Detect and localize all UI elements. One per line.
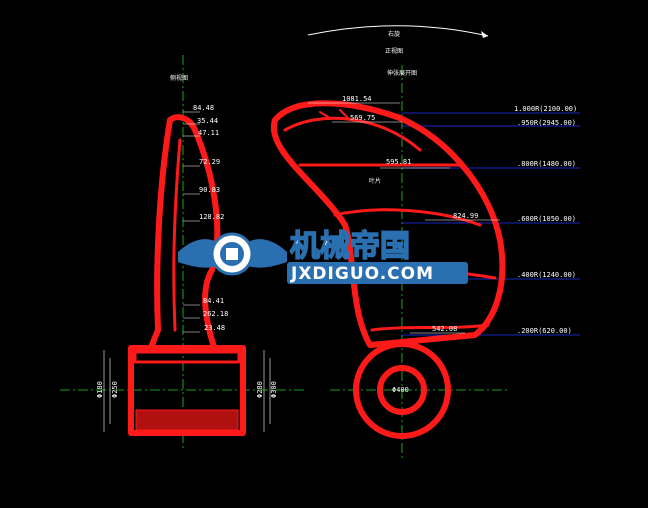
hub-diameter-label: Φ400 bbox=[392, 386, 409, 394]
side-view bbox=[128, 114, 246, 436]
side-blade-inner-line bbox=[172, 138, 182, 332]
front-view-label: 正视图 bbox=[385, 47, 403, 55]
hub-dim-2: Φ250 bbox=[111, 381, 119, 398]
watermark-gear-center bbox=[226, 248, 238, 260]
station-label-6: .200R(620.00) bbox=[517, 327, 572, 335]
front-blade-outline bbox=[270, 100, 506, 348]
watermark-gear-icon bbox=[178, 232, 287, 276]
side-view-label: 侧视图 bbox=[170, 74, 188, 82]
side-hub-hatch bbox=[135, 409, 239, 431]
rotation-label: 右旋 bbox=[388, 30, 400, 38]
front-view-dimensions bbox=[308, 102, 500, 334]
side-dim-1: 84.48 bbox=[193, 104, 214, 112]
front-hub-outer bbox=[353, 341, 451, 439]
rotation-arrow-icon bbox=[481, 31, 488, 38]
watermark-right-wing bbox=[243, 239, 287, 268]
side-dim-6: 128.82 bbox=[199, 213, 224, 221]
development-view-label: 伸张展开图 bbox=[387, 69, 417, 77]
side-blade-outline bbox=[147, 114, 221, 353]
watermark-en-text: JXDIGUO.COM bbox=[290, 264, 434, 284]
side-dim-3: 47.11 bbox=[198, 129, 219, 137]
hub-dim-3: Φ280 bbox=[256, 381, 264, 398]
front-blade-section bbox=[283, 116, 422, 152]
radius-station-lines bbox=[402, 112, 580, 336]
side-view-dimensions bbox=[103, 111, 271, 432]
watermark: 机械帝国 JXDIGUO.COM bbox=[178, 228, 468, 284]
hub-dim-1: Φ180 bbox=[96, 381, 104, 398]
front-blade-section bbox=[370, 323, 490, 332]
rotation-arc bbox=[307, 25, 489, 37]
front-dim-3: 824.99 bbox=[453, 212, 478, 220]
station-label-5: .400R(1240.00) bbox=[517, 271, 576, 279]
front-dim-1: 569.75 bbox=[350, 114, 375, 122]
station-label-1: 1.000R(2100.00) bbox=[514, 105, 577, 113]
side-dim-5: 90.83 bbox=[199, 186, 220, 194]
side-dim-2: 35.44 bbox=[197, 117, 218, 125]
front-dim-4: 542.08 bbox=[432, 325, 457, 333]
station-label-4: .600R(1050.00) bbox=[517, 215, 576, 223]
side-hub-top-band bbox=[133, 350, 241, 364]
front-dim-2: 595.81 bbox=[386, 158, 411, 166]
hub-dim-4: Φ300 bbox=[270, 381, 278, 398]
side-dim-8: 262.18 bbox=[203, 310, 228, 318]
watermark-en-background bbox=[287, 262, 468, 284]
station-label-3: .800R(1480.00) bbox=[517, 160, 576, 168]
side-dim-7: 84.41 bbox=[203, 297, 224, 305]
side-dim-9: 23.48 bbox=[204, 324, 225, 332]
watermark-left-wing bbox=[178, 239, 222, 268]
blade-label: 叶片 bbox=[369, 177, 381, 185]
front-hub-inner bbox=[377, 365, 427, 415]
watermark-cn-text: 机械帝国 bbox=[290, 229, 410, 264]
side-dim-4: 72.29 bbox=[199, 158, 220, 166]
station-label-2: .950R(2945.00) bbox=[517, 119, 576, 127]
front-dim-top-width: 1081.54 bbox=[342, 95, 372, 103]
side-hub-outline bbox=[128, 345, 246, 436]
front-blade-tip-detail bbox=[319, 109, 349, 119]
